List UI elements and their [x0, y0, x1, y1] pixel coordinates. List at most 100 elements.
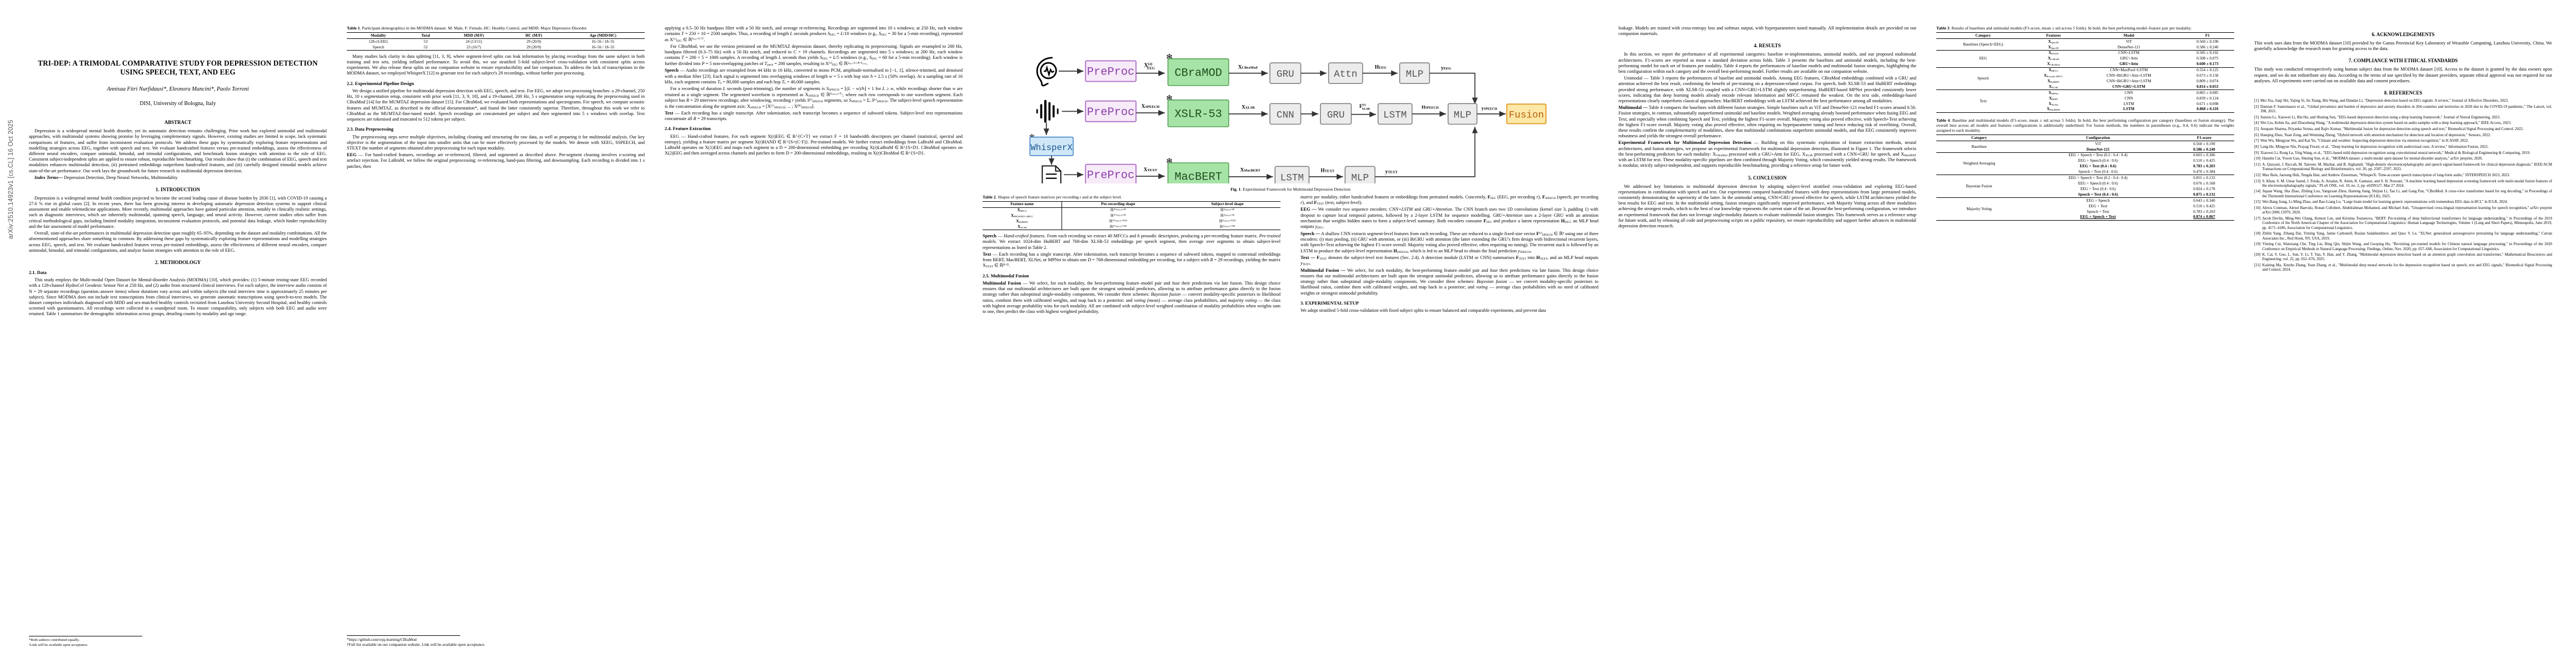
- reference-number: [4]: [2254, 121, 2259, 126]
- table3-category: EEG: [1979, 56, 1987, 61]
- table2-wrap: Table 2. Shapes of speech feature matric…: [983, 195, 1280, 316]
- reference-number: [13]: [2254, 179, 2261, 183]
- table3-f1: 0.865 ± 0.085: [2196, 90, 2219, 95]
- reference-text: Wei Liu, Kebin Jia, and Zhuozheng Wang, …: [2260, 121, 2512, 126]
- eeg-gru-label: GRU: [1277, 69, 1294, 80]
- fusion-block: [1506, 103, 1547, 125]
- col2-footnote-rule: [347, 635, 460, 636]
- reference-item: [19]Yiming Cui, Wanxiang Che, Ting Liu, …: [2254, 242, 2552, 252]
- reference-text: Jianxiu Li, Xiaowei Li, Bin Hu, and Shut…: [2260, 115, 2501, 120]
- reference-text: Max Bain, Jaesung Huh, Tengda Han, and A…: [2262, 173, 2510, 177]
- column-2: Table 1. Participant demographics in the…: [347, 26, 645, 648]
- section-conclusion-heading: 5. CONCLUSION: [1748, 175, 1787, 181]
- table1-r1c1: 52: [423, 44, 428, 49]
- table4-f1: 0.676 ± 0.168: [2193, 181, 2215, 186]
- table3-model: CNN+BiGRU+Attn+LSTM: [2106, 78, 2151, 83]
- table3: Category Features Model F1 Baselines (Sp…: [1936, 32, 2234, 113]
- reference-item: [18]Zhilin Yang, Zihang Dai, Yiming Yang…: [2254, 232, 2552, 241]
- eeg-mlp-label: MLP: [1406, 69, 1423, 80]
- subsection-preprocessing-heading: 2.3. Data Preprocessing: [347, 127, 393, 132]
- table-row: Speech 52 23 (16/7) 29 (20/9) 16–56 / 18…: [347, 44, 645, 51]
- table4-f1: 0.875 ± 0.132: [2193, 192, 2215, 197]
- table4-configuration: Speech + Text (0.4 : 0.6): [2078, 170, 2118, 175]
- table3-model: LSTM: [2123, 101, 2134, 106]
- table3-f1: 0.814 ± 0.053: [2196, 84, 2219, 89]
- figure-1-caption: Fig. 1. Experimental Framework for Multi…: [983, 187, 1598, 192]
- col6-multimodal: Multimodal — Table 4 compares the baseli…: [1618, 105, 1916, 139]
- col3-para-2: For CBraMod, we use the version pretrain…: [665, 44, 963, 67]
- table3-features: XSpec2D: [2048, 44, 2059, 49]
- table3-model: GRU+Attn: [2119, 62, 2139, 67]
- col4-text-feat: Text — Each recording has a single trans…: [983, 251, 1280, 269]
- col5-text: matrix per modality, either handcrafted …: [1301, 195, 1598, 316]
- col3-speech-note: Speech — Audio recordings are resampled …: [665, 68, 963, 85]
- col3-para-1: applying a 0.5–50 Hz bandpass filter wit…: [665, 26, 963, 43]
- reference-item: [16]Alexis Conneau, Alexei Baevski, Rona…: [2254, 206, 2552, 216]
- table2-r3c1: ℝS(r)SPEECH×768: [1061, 224, 1174, 230]
- whisperx-block: [1029, 136, 1074, 156]
- table4-th-1: Configuration: [2086, 135, 2110, 140]
- table2-th-2: Subject-level shape: [1211, 202, 1244, 207]
- table2-caption-label: Table 2: [983, 194, 996, 200]
- table4-configuration: EEG + Text (0.4 : 0.6): [2080, 164, 2116, 169]
- text-preproc-label: PreProc: [1087, 170, 1135, 182]
- reference-item: [11]A. Quzyani, J. Raccah, M. Tanveer, M…: [2254, 163, 2552, 172]
- speech-lstm-label: LSTM: [1383, 109, 1407, 121]
- speech-preproc-label: PreProc: [1087, 106, 1135, 119]
- table1-th-0: Modality: [371, 33, 386, 38]
- eeg-attn-label: Attn: [1334, 69, 1357, 80]
- table3-features: XMFCC: [2049, 68, 2059, 73]
- section-references-heading: 8. REFERENCES: [2384, 89, 2423, 96]
- column-6: leakage. Models are trained with cross-e…: [1618, 26, 1916, 648]
- reference-item: [10]Hanshu Cai, Yiwen Gao, Shuting Sun, …: [2254, 157, 2552, 161]
- table4-configuration: EEG + Speech: [2086, 198, 2110, 203]
- table-row: XXLSR ℝS(r)SPEECH×768 ℝSSPEECH×768: [983, 224, 1280, 230]
- table4-th-0: Category: [1971, 135, 1987, 140]
- table4-f1: 0.783 ± 0.203: [2193, 209, 2215, 214]
- reference-item: [5]Anupam Sharma, Priyanka Verma, and Ra…: [2254, 127, 2552, 132]
- col5-text-arch: Text — FTEXT denotes the subject-level t…: [1301, 255, 1599, 267]
- reference-item: [1]Mei Xia, Jiaqi Shi, Yajing Si, Jie Xi…: [2254, 99, 2552, 103]
- footnote-2: ¹Link will be available upon acceptance.: [29, 643, 88, 648]
- table3-features: XHAND: [2048, 51, 2059, 56]
- reference-text: Jacob Devlin, Ming-Wei Chang, Kenton Lee…: [2262, 217, 2552, 230]
- reference-number: [17]: [2254, 217, 2261, 221]
- table4-f1: 0.783 ± 0.203: [2193, 164, 2215, 169]
- intro-para-2: Overall, state-of-the-art performances i…: [29, 231, 327, 253]
- reference-number: [10]: [2254, 157, 2261, 161]
- table4-configuration: EEG + Speech + Text: [2080, 215, 2116, 220]
- abstract-text: Depression is a widespread mental health…: [29, 128, 327, 173]
- text-mlp-label: MLP: [1351, 172, 1369, 183]
- table1-th-1: Total: [421, 33, 430, 38]
- table1-r0c0: 128-ch EEG: [368, 39, 388, 44]
- table3-f1: 0.671 ± 0.098: [2196, 101, 2219, 106]
- table2-r1c0: XPROSODY+MFCC: [1010, 213, 1034, 218]
- footnotes: *Both authors contributed equally. ¹Link…: [29, 636, 327, 648]
- architecture-diagram: PreProc X(2)EEG ❄ CBraMOD XCBraMod GRU A…: [1029, 53, 1547, 190]
- table2-r1c2: ℝSSPEECH×46: [1220, 213, 1234, 218]
- whisperx-label: WhisperX: [1030, 143, 1073, 153]
- text-macbert-out-label: XMacBERT: [1240, 168, 1261, 173]
- table4-f1: 0.603 ± 0.306: [2193, 153, 2215, 158]
- col2-para-1: Many studies lack clarity in data splitt…: [347, 53, 645, 76]
- table2-th-0: Feature name: [1010, 202, 1034, 207]
- table-row: 128-ch EEG 53 24 (13/11) 29 (20/9) 16–56…: [347, 38, 645, 44]
- table3-th-0: Category: [1975, 33, 1991, 38]
- speech-f-label: F(r)XLSR: [1359, 103, 1371, 111]
- table1-th-2: MDD (M/F): [464, 33, 484, 38]
- table4-configuration: EEG + Speech (0.4 : 0.6): [2078, 158, 2118, 163]
- speech-gru-label: GRU: [1327, 109, 1345, 121]
- table4-f1: 0.586 ± 0.240: [2193, 147, 2215, 152]
- affiliation: DISI, University of Bologna, Italy: [139, 100, 216, 107]
- table3-f1: 0.585 ± 0.102: [2196, 51, 2219, 56]
- table4-f1: 0.824 ± 0.178: [2193, 186, 2215, 191]
